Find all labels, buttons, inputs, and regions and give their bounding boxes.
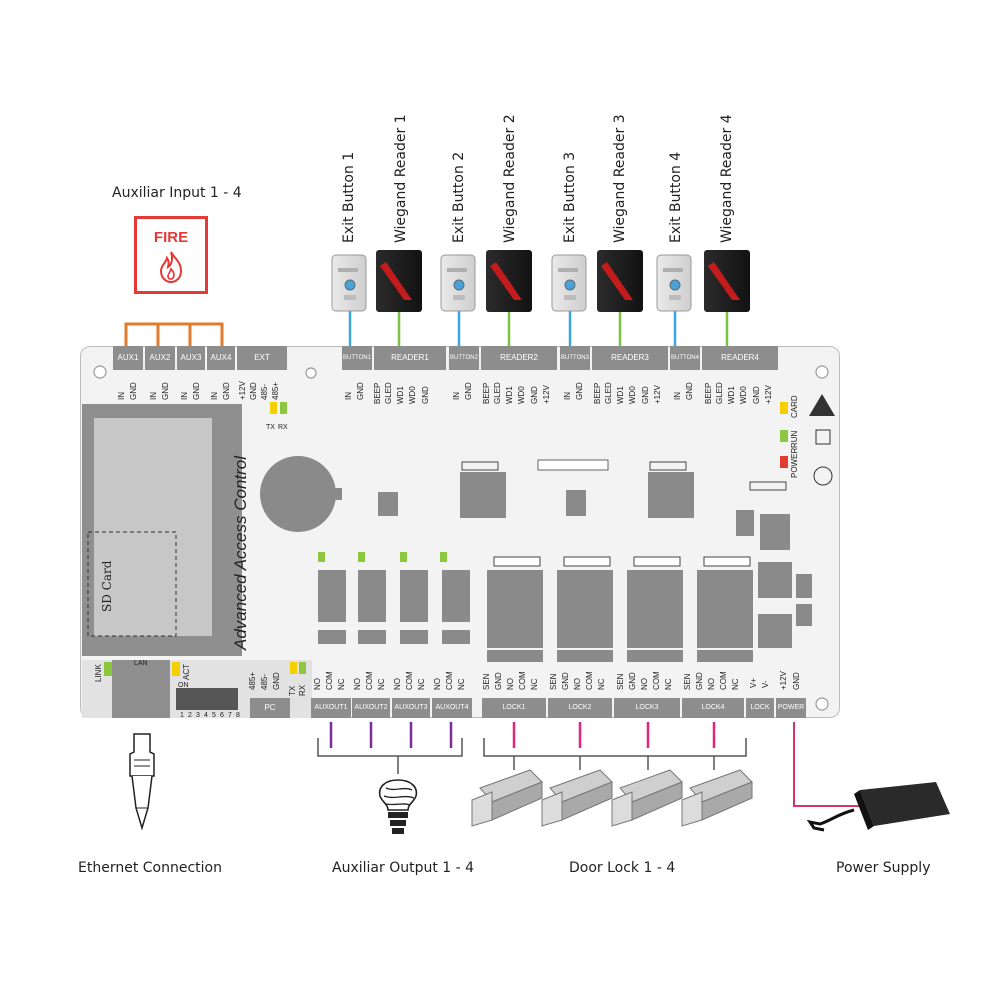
header-auxout2: AUXOUT2 [352, 700, 390, 716]
header-aux3: AUX3 [177, 348, 205, 368]
ext-tx: TX [266, 424, 275, 431]
header-aux4: AUX4 [207, 348, 235, 368]
dip-6: 6 [220, 712, 224, 719]
lan-label: LAN [134, 660, 148, 667]
header-button3: BUTTON3 [560, 348, 590, 368]
devices-row [331, 250, 750, 312]
door-lock-label: Door Lock 1 - 4 [569, 860, 676, 876]
header-auxout4: AUXOUT4 [432, 700, 472, 716]
dip-2: 2 [188, 712, 192, 719]
dip-on-label: ON [178, 682, 189, 689]
light-bulb-icon [378, 779, 418, 834]
exit-button-2-icon [440, 254, 476, 312]
ethernet-connection-label: Ethernet Connection [78, 860, 222, 876]
header-ext: EXT [237, 348, 287, 368]
door-strike-4-icon [681, 769, 753, 827]
header-aux2: AUX2 [145, 348, 175, 368]
wiegand-reader-4-icon [704, 250, 750, 312]
header-lock: LOCK [746, 700, 774, 716]
wiegand-reader-2-icon [486, 250, 532, 312]
exit-button-wires [348, 311, 677, 346]
dip-5: 5 [212, 712, 216, 719]
reader-wires [397, 312, 729, 346]
header-auxout1: AUXOUT1 [311, 700, 351, 716]
aux-output-bus [317, 738, 463, 774]
header-auxout3: AUXOUT3 [392, 700, 430, 716]
aux-output-wires [329, 722, 453, 748]
flame-icon [159, 251, 183, 284]
aux-input-wires [124, 322, 224, 346]
wiegand-reader-3-icon [597, 250, 643, 312]
ext-rx: RX [278, 424, 288, 431]
dip-8: 8 [236, 712, 240, 719]
power-supply-label: Power Supply [836, 860, 931, 876]
door-strike-1-icon [471, 769, 543, 827]
power-adapter-icon [806, 782, 950, 832]
dip-7: 7 [228, 712, 232, 719]
header-button1: BUTTON1 [342, 348, 372, 368]
auxiliar-input-label: Auxiliar Input 1 - 4 [112, 185, 242, 201]
header-lock2: LOCK2 [548, 700, 612, 716]
door-lock-bus [483, 738, 747, 770]
header-lock4: LOCK4 [682, 700, 744, 716]
header-lock3: LOCK3 [614, 700, 680, 716]
power-wire [793, 722, 860, 807]
fire-label: FIRE [153, 229, 189, 246]
header-reader3: READER3 [592, 348, 668, 368]
header-reader2: READER2 [481, 348, 557, 368]
auxiliar-output-label: Auxiliar Output 1 - 4 [332, 860, 475, 876]
header-pc: PC [250, 700, 290, 716]
door-strike-3-icon [611, 769, 683, 827]
door-strike-2-icon [541, 769, 613, 827]
exit-button-1-icon [331, 254, 367, 312]
header-lock1: LOCK1 [482, 700, 546, 716]
wiegand-reader-1-icon [376, 250, 422, 312]
dip-4: 4 [204, 712, 208, 719]
fire-alarm-sign: FIRE [134, 216, 208, 294]
header-button2: BUTTON2 [449, 348, 479, 368]
header-reader1: READER1 [374, 348, 446, 368]
header-reader4: READER4 [702, 348, 778, 368]
dip-3: 3 [196, 712, 200, 719]
door-lock-wires [512, 722, 716, 748]
header-aux1: AUX1 [113, 348, 143, 368]
header-button4: BUTTON4 [670, 348, 700, 368]
ethernet-plug-icon [129, 733, 155, 831]
dip-1: 1 [180, 712, 184, 719]
header-power: POWER [776, 700, 806, 716]
exit-button-4-icon [656, 254, 692, 312]
